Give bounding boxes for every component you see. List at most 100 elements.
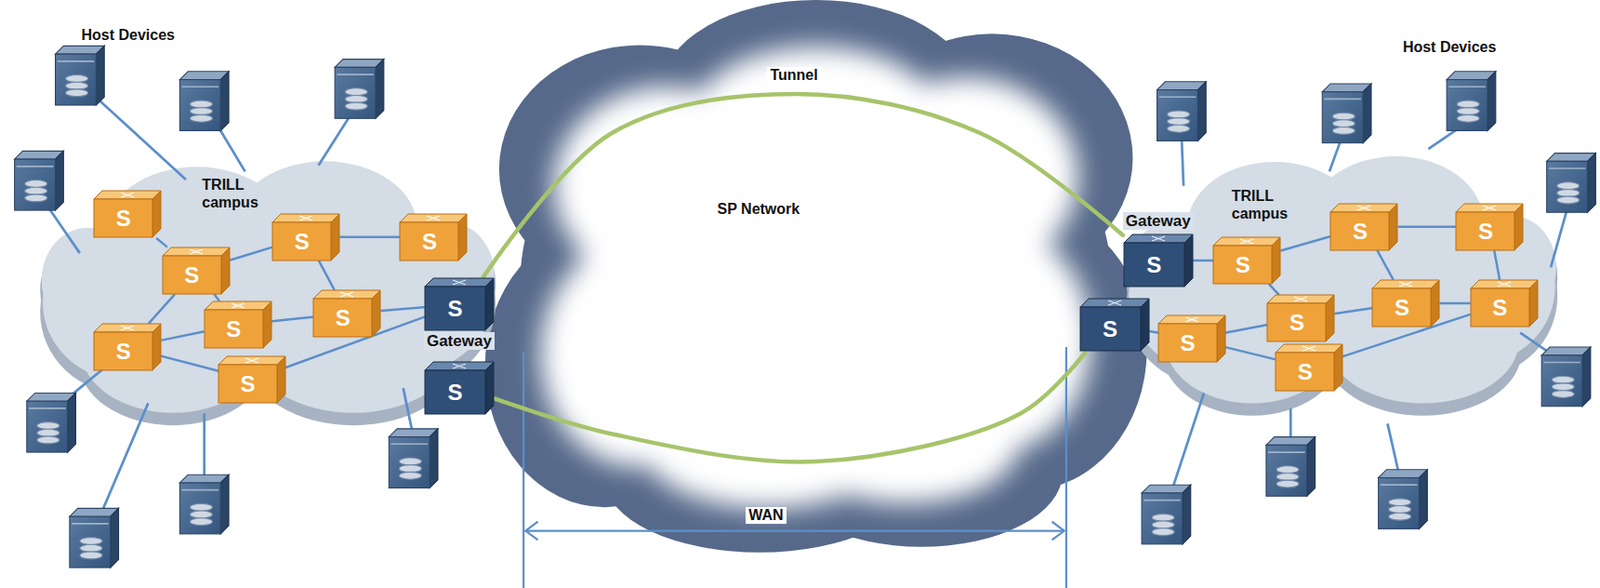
switch-front (93, 198, 153, 238)
dimension-line (525, 528, 1064, 531)
switch-front (1080, 306, 1141, 351)
dimension-arrowhead (1052, 521, 1065, 541)
server-icon (69, 507, 120, 568)
trill-switch: S (1275, 343, 1343, 391)
server-disk (1332, 126, 1355, 134)
switch-mark (1108, 300, 1122, 305)
server-disk (1332, 112, 1355, 120)
switch-front (313, 298, 372, 337)
cloud-lobe (41, 227, 134, 332)
server-side (1362, 83, 1372, 144)
group-label: Host Devices (1400, 39, 1500, 56)
trill-switch: S (1455, 203, 1523, 251)
server-front (1141, 492, 1183, 544)
switch-side (221, 247, 230, 294)
server-disk (1557, 188, 1580, 197)
server-side (67, 392, 77, 452)
server-disk (344, 94, 368, 103)
server-bay (1548, 167, 1587, 170)
gateway-label: Gateway (407, 331, 512, 351)
server-disk (1167, 110, 1191, 119)
server-front (388, 436, 430, 489)
server-icon (1157, 81, 1207, 142)
server-front (179, 79, 221, 132)
switch-letter: S (313, 298, 372, 337)
server-disk (1276, 479, 1299, 488)
switch-letter: S (1470, 288, 1530, 327)
server-side (95, 45, 105, 106)
server-disk (79, 551, 103, 559)
switch-mark (1399, 281, 1413, 287)
switch-side (1271, 237, 1281, 284)
server-disk (1151, 513, 1175, 521)
server-icon (1266, 436, 1316, 497)
switch-top (93, 323, 161, 332)
switch-side (152, 323, 161, 371)
switch-letter: S (218, 364, 278, 403)
gateway-switch: S (424, 361, 494, 414)
switch-front (1470, 288, 1530, 327)
server-disk (1388, 505, 1412, 514)
dimension-line (522, 352, 525, 588)
switch-letter: S (399, 222, 459, 261)
dimension-line (1065, 346, 1068, 588)
server-icon (14, 150, 65, 211)
trill-switch: S (162, 247, 230, 294)
trill-switch: S (399, 213, 467, 261)
server-front (14, 158, 56, 211)
server-disk (1388, 512, 1412, 520)
server-icon (1446, 71, 1496, 132)
switch-top (162, 247, 230, 256)
switch-side (1216, 315, 1226, 362)
switch-side (1430, 279, 1440, 327)
label-holder: WAN (745, 506, 786, 524)
server-front (179, 482, 221, 534)
server-disk (1151, 528, 1175, 536)
switch-mark (452, 363, 466, 369)
switch-mark (1240, 238, 1254, 244)
server-icon (55, 45, 106, 106)
switch-mark (1497, 281, 1511, 287)
switch-top (1275, 343, 1343, 353)
server-disk (1456, 107, 1480, 116)
server-icon (1322, 83, 1372, 144)
switch-letter: S (424, 370, 486, 414)
host-link (1171, 392, 1204, 491)
switch-letter: S (272, 222, 331, 261)
switch-mark (426, 215, 440, 221)
host-link (1181, 134, 1184, 186)
server-side (1197, 81, 1206, 142)
server-bay (16, 165, 54, 168)
gateway-switch: SGateway (1123, 234, 1193, 287)
switch-front (1455, 211, 1515, 251)
gateway-label: Gateway (1106, 211, 1211, 231)
server-icon (388, 428, 438, 489)
server-disk (1388, 498, 1412, 506)
trill-switch: S (1158, 315, 1226, 362)
server-side (110, 507, 120, 568)
dimension-label: WAN (745, 506, 786, 524)
server-disk (344, 88, 368, 96)
server-front (1157, 90, 1199, 142)
server-disk (66, 81, 89, 90)
server-bay (1323, 98, 1362, 101)
switch-mark (1357, 205, 1371, 211)
server-disk (189, 100, 212, 108)
server-disk (1557, 182, 1580, 190)
label-patch: Gateway (1123, 211, 1194, 230)
server-bay (1380, 483, 1418, 486)
server-disk (189, 107, 212, 116)
switch-mark (1294, 296, 1308, 302)
server-front (1541, 355, 1583, 407)
switch-side (1184, 234, 1193, 287)
server-front (1547, 160, 1588, 212)
server-disk (37, 428, 60, 437)
label-holder: Host Devices (79, 26, 179, 44)
server-front (1266, 444, 1308, 496)
switch-front (93, 331, 153, 371)
switch-side (371, 290, 381, 337)
switch-letter: S (1330, 211, 1389, 251)
switch-side (458, 213, 467, 261)
server-bay (1543, 361, 1581, 364)
switch-letter: S (93, 198, 153, 238)
